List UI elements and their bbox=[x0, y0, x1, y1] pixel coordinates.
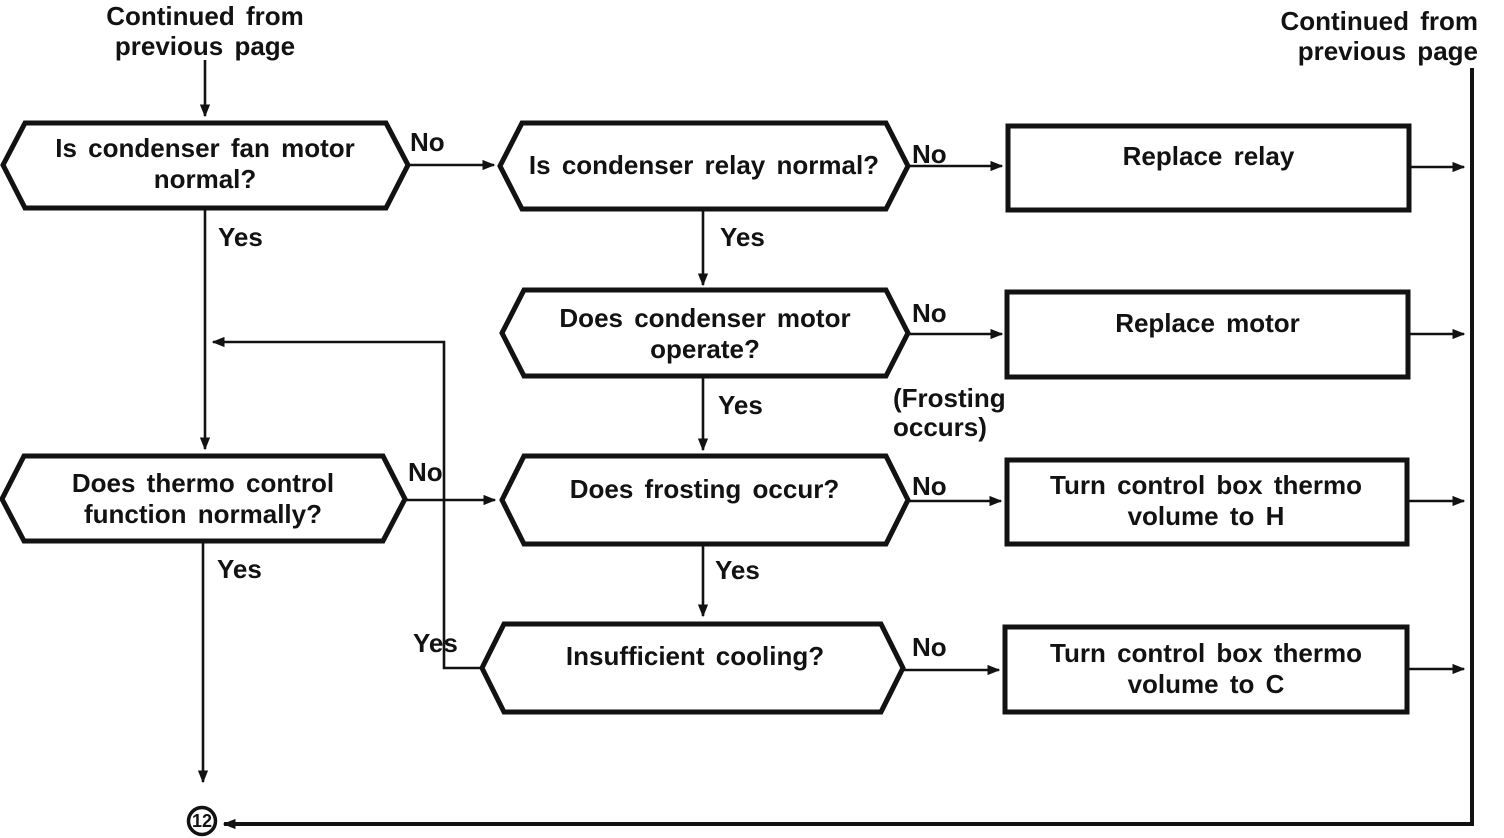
decision-fan-motor-shape bbox=[0, 120, 411, 211]
decision-thermo-control-label: Does thermo control function normally? bbox=[71, 468, 335, 529]
decision-insufficient-cooling-label: Insufficient cooling? bbox=[565, 641, 825, 671]
decision-motor-operate-shape bbox=[499, 287, 911, 379]
branch-yes-frosting: Yes bbox=[715, 555, 760, 585]
frosting-occurs-note: (Frosting occurs) bbox=[893, 383, 1006, 442]
action-replace-motor-shape bbox=[1004, 289, 1411, 380]
edge-cooling-yes-feedback bbox=[211, 336, 482, 670]
branch-yes-fan-motor: Yes bbox=[218, 222, 263, 252]
branch-no-insufficient-cooling: No bbox=[912, 632, 947, 662]
action-thermo-h-label: Turn control box thermo volume to H bbox=[1050, 470, 1362, 531]
branch-no-motor-operate: No bbox=[912, 298, 947, 328]
decision-fan-motor-label: Is condenser fan motor normal? bbox=[55, 133, 355, 194]
branch-yes-thermo-control: Yes bbox=[217, 554, 262, 584]
branch-no-frosting: No bbox=[912, 471, 947, 501]
branch-yes-motor-operate: Yes bbox=[718, 390, 763, 420]
branch-yes-insufficient-cooling: Yes bbox=[413, 628, 458, 658]
edge-right-rail-to-connector bbox=[222, 68, 1474, 830]
action-thermo-c-shape bbox=[1002, 624, 1410, 715]
action-thermo-h-shape bbox=[1004, 457, 1410, 547]
decision-frosting-shape bbox=[499, 453, 911, 547]
action-replace-motor-label: Replace motor bbox=[1115, 308, 1300, 338]
action-replace-relay-label: Replace relay bbox=[1122, 141, 1295, 171]
decision-motor-operate-label: Does condenser motor operate? bbox=[559, 303, 851, 364]
action-thermo-c-label: Turn control box thermo volume to C bbox=[1050, 638, 1362, 699]
branch-yes-relay: Yes bbox=[720, 222, 765, 252]
branch-no-thermo-control: No bbox=[408, 457, 443, 487]
decision-frosting-label: Does frosting occur? bbox=[569, 474, 840, 504]
branch-no-fan-motor: No bbox=[410, 127, 445, 157]
offpage-connector-number: 12 bbox=[191, 811, 213, 831]
decision-thermo-control-shape bbox=[0, 453, 408, 544]
decision-insufficient-cooling-shape bbox=[479, 621, 906, 715]
action-replace-relay-shape bbox=[1005, 123, 1412, 213]
continued-from-top-left: Continued from previous page bbox=[106, 1, 304, 61]
offpage-connector-circle bbox=[186, 805, 218, 837]
decision-relay-label: Is condenser relay normal? bbox=[528, 150, 880, 180]
continued-from-top-right: Continued from previous page bbox=[1280, 6, 1478, 66]
decision-relay-shape bbox=[497, 120, 911, 212]
branch-no-relay: No bbox=[912, 139, 947, 169]
